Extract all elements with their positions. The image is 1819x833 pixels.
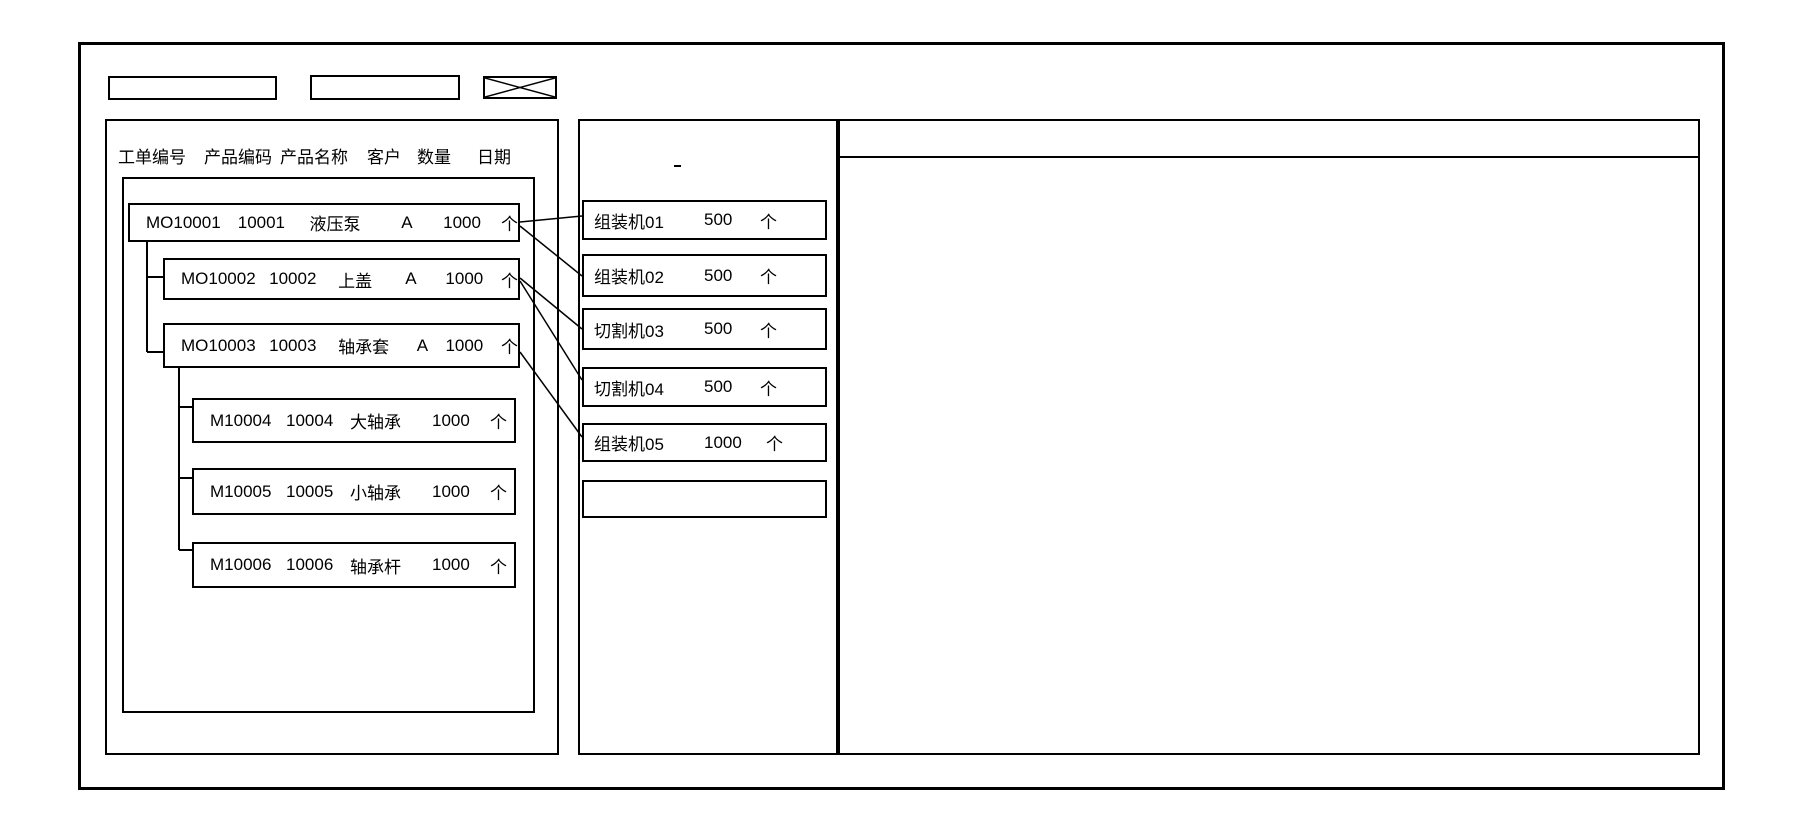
machine-qty: 500	[704, 319, 733, 338]
customer: A	[416, 335, 429, 355]
unit: 个	[500, 271, 518, 291]
product-code: 10005	[286, 481, 334, 501]
close-button[interactable]	[483, 76, 557, 99]
column-header-qty: 数量	[417, 148, 451, 167]
machine-box-01[interactable]: 组装机01 500 个	[582, 200, 827, 240]
stray-mark	[674, 165, 681, 167]
machine-box-05[interactable]: 组装机05 1000 个	[582, 423, 827, 462]
unit: 个	[501, 338, 518, 357]
unit: 个	[500, 215, 518, 234]
order-no: MO10001	[146, 212, 221, 232]
toolbar-input-2[interactable]	[310, 75, 460, 100]
product-name: 小轴承	[350, 484, 401, 503]
quantity: 1000	[443, 212, 481, 232]
quantity: 1000	[432, 555, 470, 574]
machine-box-03[interactable]: 切割机03 500 个	[582, 308, 827, 350]
column-header-date: 日期	[477, 148, 511, 167]
product-name: 大轴承	[350, 413, 401, 432]
product-code: 10002	[269, 269, 317, 288]
column-header-product-code: 产品编码	[204, 148, 272, 167]
column-header-product-name: 产品名称	[280, 148, 348, 167]
quantity: 1000	[432, 481, 470, 501]
order-no: M10004	[210, 410, 272, 430]
quantity: 1000	[432, 410, 470, 430]
order-box-mo10001[interactable]: MO10001 10001 液压泵 A 1000 个	[128, 203, 520, 242]
machine-qty: 1000	[704, 432, 742, 452]
column-header-customer: 客户	[367, 148, 401, 167]
machine-name: 组装机02	[594, 268, 664, 287]
product-code: 10003	[269, 335, 317, 355]
machine-qty: 500	[704, 377, 733, 396]
unit: 个	[760, 268, 777, 287]
product-code: 10004	[286, 410, 334, 430]
order-box-m10005[interactable]: M10005 10005 小轴承 1000 个	[192, 468, 516, 515]
machine-name: 切割机03	[594, 321, 664, 341]
order-no: MO10002	[181, 269, 256, 288]
quantity: 1000	[445, 335, 484, 355]
machine-box-02[interactable]: 组装机02 500 个	[582, 254, 827, 297]
unit: 个	[490, 484, 507, 503]
toolbar-input-1[interactable]	[108, 76, 277, 100]
order-no: MO10003	[181, 335, 256, 355]
schedule-panel-header	[838, 119, 1700, 158]
product-name: 液压泵	[309, 215, 361, 234]
customer: A	[405, 269, 417, 288]
order-box-m10006[interactable]: M10006 10006 轴承杆 1000 个	[192, 542, 516, 588]
machine-box-empty[interactable]	[582, 480, 827, 518]
machine-name: 组装机01	[594, 212, 664, 232]
product-code: 10001	[237, 212, 286, 232]
order-box-mo10002[interactable]: MO10002 10002 上盖 A 1000 个	[163, 258, 520, 300]
machine-name: 组装机05	[594, 435, 664, 454]
product-name: 上盖	[338, 271, 373, 291]
quantity: 1000	[445, 269, 484, 288]
unit: 个	[760, 379, 777, 399]
product-name: 轴承套	[338, 338, 390, 357]
machine-name: 切割机04	[594, 379, 664, 399]
unit: 个	[766, 435, 783, 454]
machine-qty: 500	[704, 265, 733, 285]
unit: 个	[490, 413, 507, 432]
machine-qty: 500	[704, 210, 733, 229]
close-x-icon	[484, 77, 556, 98]
schedule-panel	[838, 119, 1700, 755]
customer: A	[401, 212, 413, 232]
unit: 个	[760, 321, 777, 341]
unit: 个	[490, 557, 507, 577]
order-box-mo10003[interactable]: MO10003 10003 轴承套 A 1000 个	[163, 323, 520, 368]
order-no: M10005	[210, 481, 272, 501]
order-box-m10004[interactable]: M10004 10004 大轴承 1000 个	[192, 398, 516, 443]
machine-box-04[interactable]: 切割机04 500 个	[582, 367, 827, 407]
product-code: 10006	[286, 555, 334, 574]
unit: 个	[760, 212, 777, 232]
column-header-order-no: 工单编号	[118, 148, 186, 167]
product-name: 轴承杆	[350, 557, 401, 577]
order-no: M10006	[210, 555, 272, 574]
